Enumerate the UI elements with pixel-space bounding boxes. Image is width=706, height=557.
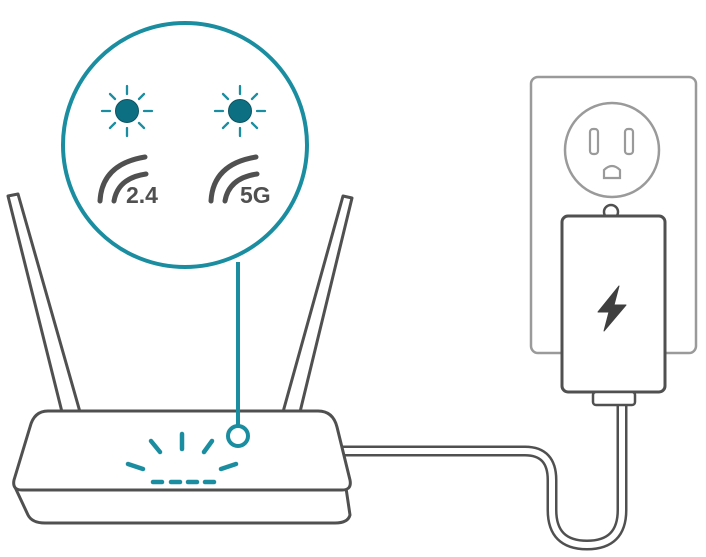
outlet-socket [563,101,661,199]
power-cable [326,399,628,551]
led-label-2-4: 2.4 [126,182,158,208]
activity-light-burst [125,431,239,485]
wifi-signal-icon [97,154,149,204]
status-led-point [226,424,250,448]
outlet-ground-hole [602,164,622,180]
power-adapter [560,203,667,407]
led-rays [213,84,267,138]
led-label-5g: 5G [240,182,271,208]
adapter-neck [591,390,637,407]
router [12,262,352,525]
callout-circle [61,21,309,269]
led-5ghz: 5G [208,84,271,208]
led-light-icon [228,99,252,123]
led-rays [100,84,154,138]
led-callout: 2.4 5G [61,21,309,269]
wifi-signal-icon [208,154,260,204]
antenna-right [281,194,354,414]
outlet-slot-right [623,127,635,156]
led-light-icon [115,99,139,123]
outlet-slot-left [588,127,600,156]
lightning-bolt-icon [597,285,627,332]
antenna-left [6,192,82,414]
led-2-4ghz: 2.4 [97,84,158,208]
router-base [12,484,352,525]
